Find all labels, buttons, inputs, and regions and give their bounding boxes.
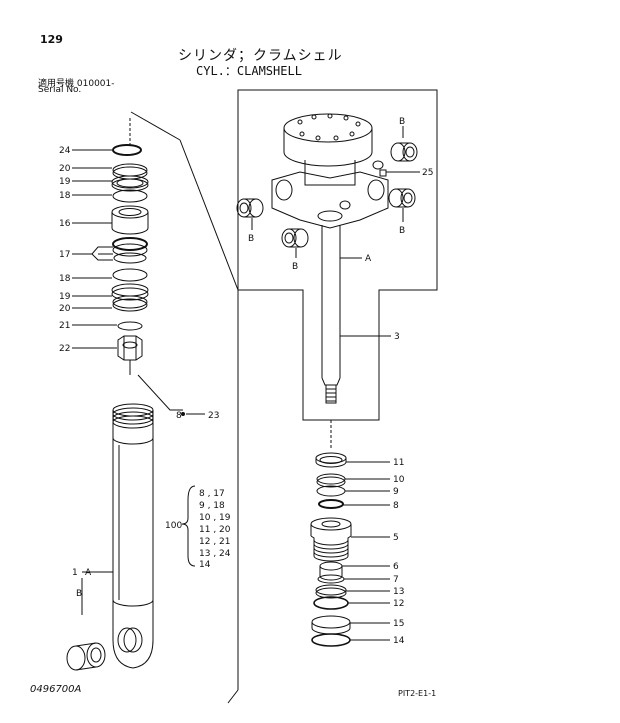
ref-b-top-right: B	[399, 117, 405, 127]
kit-item-7: 14	[199, 560, 211, 570]
callout-18b: 18	[59, 274, 71, 284]
part-14-ring	[311, 633, 351, 647]
ref-b-right: B	[399, 226, 405, 236]
callout-8: 8	[393, 501, 399, 511]
kit-item-6: 13 , 24	[199, 549, 231, 559]
callout-7: 7	[393, 575, 399, 585]
left-seal-stack	[111, 118, 149, 375]
tube-ref-a: A	[85, 568, 92, 578]
part-18-ring-lower	[112, 268, 148, 282]
callout-14: 14	[393, 636, 405, 646]
part-8-ring	[318, 499, 344, 509]
callout-9: 9	[393, 487, 399, 497]
bushing-bottom-left	[281, 228, 309, 248]
ref-b-bottom-left: B	[292, 262, 298, 272]
part-1-cylinder-tube	[112, 403, 154, 669]
part-12-ring	[313, 596, 349, 610]
left-callout-labels: 24 20 19 18 16 17 18 19 20 21 22	[59, 146, 71, 354]
ref-b-left: B	[248, 234, 254, 244]
rod-trunnion	[271, 160, 389, 229]
rod-assembly-frame	[237, 89, 438, 421]
serial-label-english: Serial No.	[38, 85, 82, 95]
part-19-ring	[111, 175, 149, 189]
serial-value: 010001-	[76, 79, 115, 89]
bushing-right	[388, 188, 416, 208]
callout-10: 10	[393, 475, 405, 485]
part-10-ring	[316, 473, 346, 485]
serial-label: 適用号機 010001-	[38, 76, 115, 89]
callout-1: 1	[72, 568, 78, 578]
part-24-oring	[112, 144, 142, 156]
part-20-ring	[112, 163, 148, 177]
kit-number: 100	[165, 521, 182, 531]
callout-12: 12	[393, 599, 404, 609]
tube-bushing	[66, 642, 106, 671]
part-11-ring	[315, 452, 347, 468]
callout-16: 16	[59, 219, 71, 229]
part-20-ring-lower	[112, 295, 148, 309]
callout-24: 24	[59, 146, 71, 156]
assembly-line-top	[130, 111, 181, 141]
callout-15: 15	[393, 619, 404, 629]
kit-item-4: 11 , 20	[199, 525, 231, 535]
kit-items: 8 , 17 9 , 18 10 , 19 11 , 20 12 , 21 13…	[199, 489, 231, 570]
tube-ref-b: B	[76, 589, 82, 599]
callout-21: 21	[59, 321, 70, 331]
bushing-top-right	[390, 142, 418, 162]
callout-23: 23	[208, 411, 219, 421]
callout-11: 11	[393, 458, 404, 468]
callout-13: 13	[393, 587, 404, 597]
callout-17: 17	[59, 250, 70, 260]
part-5-piston	[310, 517, 352, 562]
part-18-ring	[112, 189, 148, 203]
serial-label-jp: 適用号機	[38, 79, 75, 89]
title-english: CYL.：CLAMSHELL	[196, 64, 302, 78]
page-number: 129	[40, 33, 63, 46]
callout-20b: 20	[59, 304, 71, 314]
figure-number: 0496700A	[30, 684, 82, 695]
part-25-pin	[339, 160, 387, 210]
callout-25: 25	[422, 168, 433, 178]
rod-head-flange	[283, 113, 373, 167]
title-japanese: シリンダ；クラムシェル	[178, 48, 343, 64]
callout-6: 6	[393, 562, 399, 572]
kit-item-2: 9 , 18	[199, 501, 225, 511]
callout-18: 18	[59, 191, 71, 201]
right-seal-stack	[310, 452, 352, 647]
kit-marker: 8	[176, 411, 182, 421]
kit-item-1: 8 , 17	[199, 489, 225, 499]
part-17-seal	[112, 237, 148, 264]
kit-bracket	[181, 485, 196, 567]
kit-leader	[137, 374, 183, 411]
bushing-left	[236, 198, 264, 218]
part-13-ring	[315, 584, 347, 596]
part-21-washer	[117, 321, 143, 331]
callout-19: 19	[59, 177, 71, 187]
part-3-piston-rod	[321, 225, 341, 404]
callout-20: 20	[59, 164, 71, 174]
part-15-ring	[311, 615, 351, 635]
callout-22: 22	[59, 344, 70, 354]
callout-5: 5	[393, 533, 399, 543]
rod-bushings	[236, 142, 418, 248]
part-7-ring	[317, 574, 345, 584]
kit-item-5: 12 , 21	[199, 537, 231, 547]
callout-19b: 19	[59, 292, 71, 302]
rod-ref-a: A	[365, 254, 372, 264]
kit-item-3: 10 , 19	[199, 513, 231, 523]
right-callout-labels: 11 10 9 8 5 6 7 13 12 15 14	[393, 458, 405, 646]
callout-3: 3	[394, 332, 400, 342]
left-leader-lines	[72, 149, 117, 349]
right-leader-lines	[342, 461, 390, 641]
part-16-bushing	[111, 205, 149, 235]
part-22-nut	[117, 335, 143, 361]
sheet-reference: PIT2-E1-1	[398, 689, 437, 698]
part-6-sleeve	[319, 561, 343, 581]
